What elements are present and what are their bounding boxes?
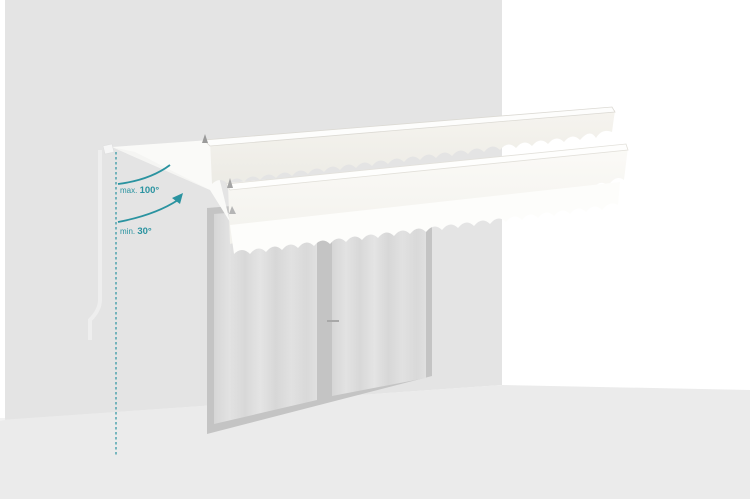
min-angle-value: 30° xyxy=(137,226,152,237)
max-angle-arc xyxy=(117,164,171,185)
min-angle-prefix: min. xyxy=(120,227,136,236)
arrow-head-icon xyxy=(172,193,183,204)
wall-bracket xyxy=(102,143,115,155)
patio-door xyxy=(207,190,432,434)
awning-position-max xyxy=(202,106,616,184)
min-angle-label: min. 30° xyxy=(120,226,152,237)
max-angle-prefix: max. xyxy=(120,186,138,195)
min-angle-arc xyxy=(117,199,179,223)
max-angle-value: 100° xyxy=(139,185,160,196)
max-angle-label: max. 100° xyxy=(120,185,159,196)
awning-side-fabric xyxy=(112,140,230,222)
door-handle xyxy=(327,320,339,322)
awning-position-min xyxy=(229,182,620,254)
floor xyxy=(0,385,750,499)
